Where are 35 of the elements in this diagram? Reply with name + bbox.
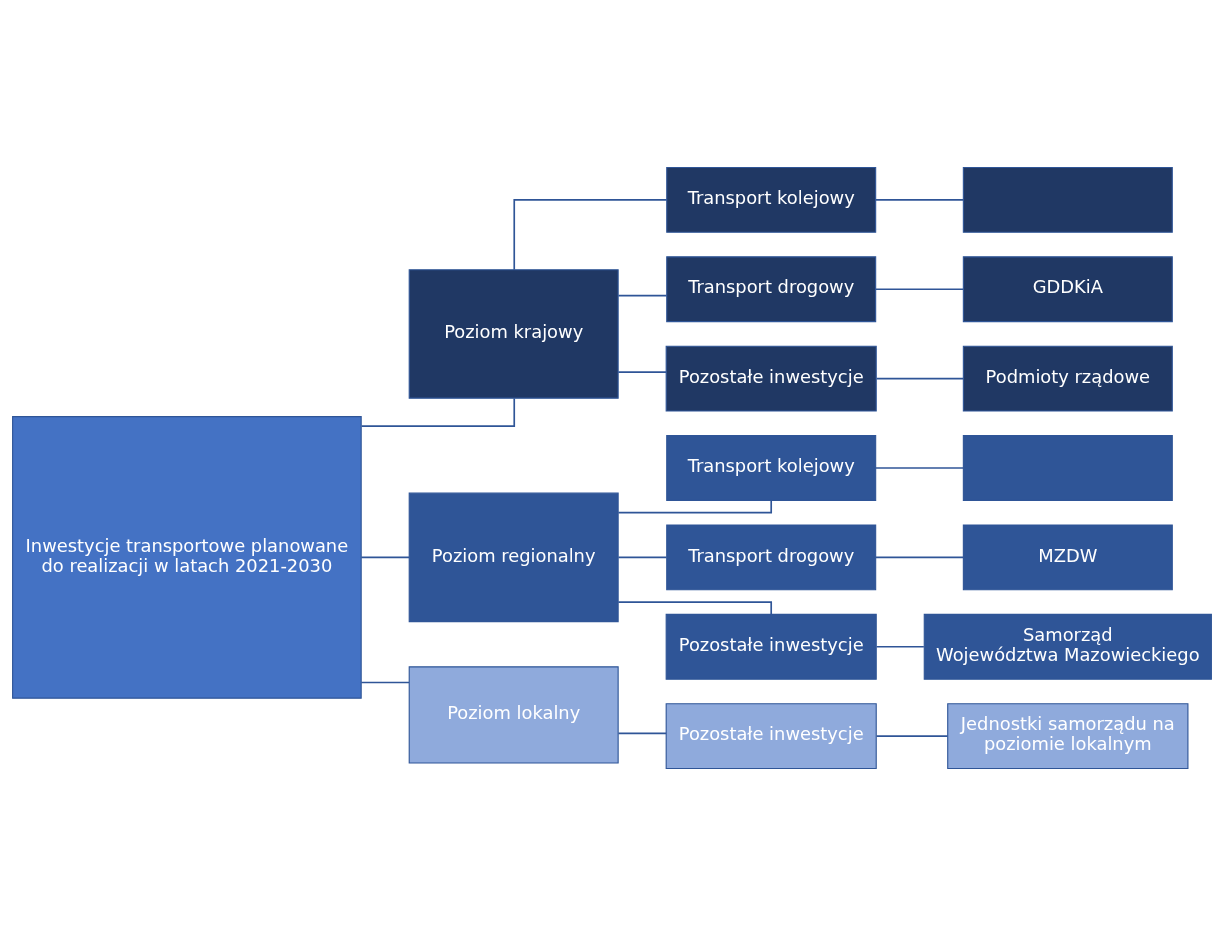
node-box: Pozostałe inwestycje xyxy=(665,613,877,680)
connector xyxy=(360,681,410,684)
node-box: Inwestycje transportowe planowane do realizacji w latach 2021-2030 xyxy=(12,416,362,699)
node-box: Transport drogowy xyxy=(666,524,877,591)
node-box: Samorząd Województwa Mazowieckiego xyxy=(923,613,1212,680)
connector xyxy=(875,377,965,380)
connector xyxy=(617,601,773,616)
node-box: Poziom regionalny xyxy=(408,492,619,623)
node-box: Transport kolejowy xyxy=(666,166,877,233)
connector xyxy=(874,467,965,469)
node-box xyxy=(962,435,1173,501)
connector xyxy=(513,199,668,271)
node-box: Jednostki samorządu na poziomie lokalnym xyxy=(947,703,1189,770)
connector xyxy=(617,294,668,297)
connector xyxy=(617,499,773,514)
connector xyxy=(874,199,965,201)
node-box: Transport drogowy xyxy=(666,256,877,323)
node-box: Poziom lokalny xyxy=(408,666,619,764)
connector xyxy=(617,371,667,374)
connector xyxy=(617,556,668,559)
connector xyxy=(875,645,925,648)
node-box: Pozostałe inwestycje xyxy=(665,703,877,770)
node-box: GDDKiA xyxy=(962,256,1173,323)
connector xyxy=(874,288,965,291)
connector xyxy=(360,556,410,559)
connector xyxy=(874,556,965,559)
node-box: Pozostałe inwestycje xyxy=(665,345,877,412)
node-box: Transport kolejowy xyxy=(666,435,877,501)
connector xyxy=(360,397,516,427)
node-box: Poziom krajowy xyxy=(408,269,619,399)
connector xyxy=(875,735,949,737)
node-box: Podmioty rządowe xyxy=(962,345,1173,412)
connector xyxy=(617,732,667,735)
node-box xyxy=(962,166,1173,233)
node-box: MZDW xyxy=(962,524,1173,591)
